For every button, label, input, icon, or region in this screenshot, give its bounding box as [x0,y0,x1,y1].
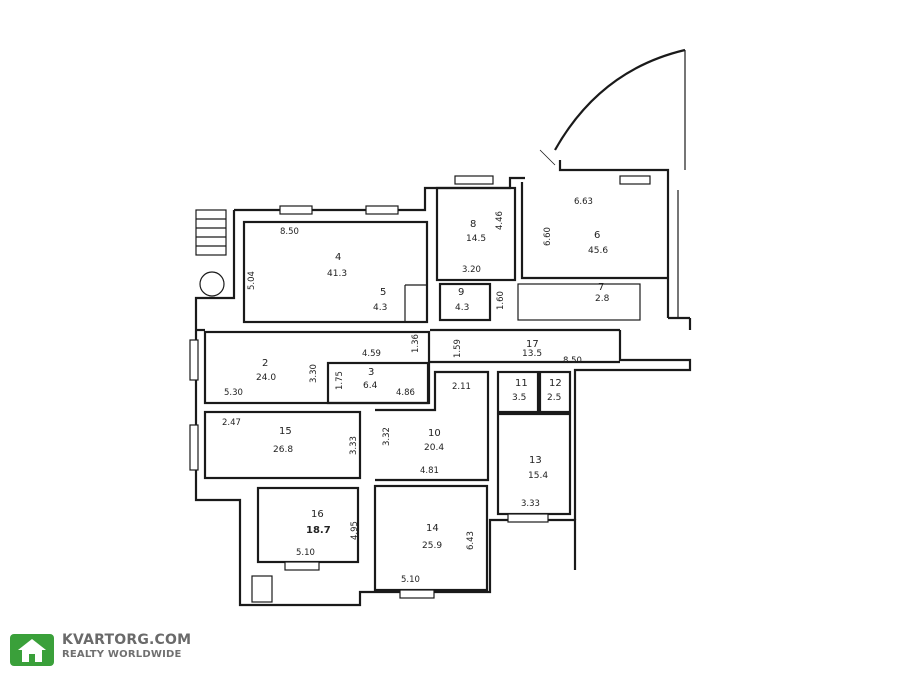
room-11-outline [496,370,540,414]
watermark-tagline: REALTY WORLDWIDE [62,649,182,660]
room-9-area: 4.3 [455,303,469,313]
dim-label: 3.33 [521,499,540,509]
dim-label: 3.20 [462,265,481,275]
room-3-number: 3 [368,367,374,378]
room-12-area: 2.5 [547,393,561,403]
room-6-area: 45.6 [588,246,608,256]
dim-label: 4.86 [396,388,415,398]
room-17-area: 13.5 [522,349,542,359]
dim-label: 1.36 [411,334,421,353]
room-14-number: 14 [426,523,439,534]
room-4-outline [242,220,429,324]
room-7-area: 2.8 [595,294,610,304]
dim-label: 6.63 [574,197,593,207]
dim-label: 6.60 [543,227,553,246]
dim-label: 3.30 [309,364,319,383]
dim-label: 1.59 [453,339,463,358]
dim-label: 5.10 [401,575,420,585]
dim-label: 5.10 [296,548,315,558]
room-12-outline [538,370,572,414]
stairs [195,209,227,297]
room-5-area: 4.3 [373,303,387,313]
dim-label: 3.32 [382,427,392,446]
outer-walls [194,48,692,607]
room-15-number: 15 [279,426,292,437]
dim-label: 8.50 [563,356,582,366]
room-2-number: 2 [262,358,268,369]
room-4-number: 4 [335,252,341,263]
dim-label: 5.04 [247,271,257,290]
room-labels: 4 41.3 5 4.3 8 14.5 6 45.6 9 4.3 7 2.8 2… [256,219,610,551]
room-11-number: 11 [515,378,528,389]
room-7-number: 7 [598,282,604,293]
room-9-number: 9 [458,287,464,298]
room-8-area: 14.5 [466,234,486,244]
watermark-logo: KVARTORG.COM REALTY WORLDWIDE [8,630,198,670]
dim-label: 4.46 [495,211,505,230]
dim-label: 1.75 [335,371,345,390]
house-icon [10,634,54,666]
dim-label: 4.95 [350,521,360,540]
dimension-labels: 8.50 5.04 4.46 3.20 6.63 6.60 1.60 4.59 … [222,197,593,585]
room-16-number: 16 [311,509,324,520]
room-3-area: 6.4 [363,381,378,391]
dim-label: 4.59 [362,349,381,359]
dim-label: 2.47 [222,418,241,428]
room-10-area: 20.4 [424,443,444,453]
dim-label: 6.43 [466,531,476,550]
room-13-area: 15.4 [528,471,548,481]
watermark-brand: KVARTORG.COM [62,632,192,648]
room-6-number: 6 [594,230,600,241]
dim-label: 4.81 [420,466,439,476]
room-14-area: 25.9 [422,541,442,551]
room-8-number: 8 [470,219,476,230]
room-15-area: 26.8 [273,445,293,455]
dim-label: 8.50 [280,227,299,237]
room-12-number: 12 [549,378,562,389]
room-17-number: 17 [526,339,539,350]
room-11-area: 3.5 [512,393,526,403]
dim-label: 2.11 [452,382,471,392]
room-9-outline [438,282,492,322]
room-13-number: 13 [529,455,542,466]
room-16-area: 18.7 [306,525,331,536]
room-10-number: 10 [428,428,441,439]
room-8-outline [435,186,517,282]
dim-label: 3.33 [349,436,359,455]
windows [189,149,651,599]
room-4-area: 41.3 [327,269,347,279]
room-15-outline [203,410,362,480]
room-5-number: 5 [380,287,386,298]
dim-label: 1.60 [496,291,506,310]
room-2-area: 24.0 [256,373,276,383]
room-3-outline [326,361,430,405]
dim-label: 5.30 [224,388,243,398]
